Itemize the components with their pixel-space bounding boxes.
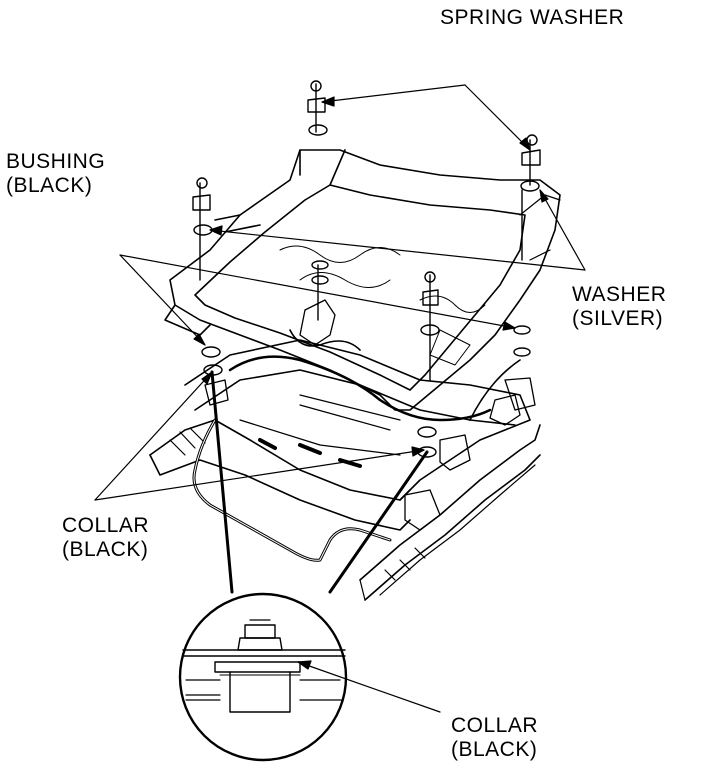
collar-detail-inset bbox=[178, 592, 348, 762]
seat-cushion-frame bbox=[164, 149, 561, 411]
bushing-right bbox=[513, 347, 531, 357]
washer-right bbox=[513, 325, 531, 335]
bolt-center bbox=[311, 260, 329, 306]
bolt-front-right bbox=[420, 271, 440, 336]
bolt-assemblies bbox=[192, 80, 541, 458]
bushing-front bbox=[417, 426, 437, 438]
spring-washer-label: SPRING WASHER bbox=[440, 6, 625, 29]
bolt-top-center bbox=[307, 80, 328, 136]
leader-lines bbox=[94, 84, 586, 713]
washer-label: WASHER (SILVER) bbox=[572, 283, 667, 330]
seat-rails bbox=[149, 299, 541, 601]
collar-detail-label: COLLAR (BLACK) bbox=[451, 714, 539, 761]
bolt-left bbox=[192, 177, 213, 236]
bushing-label: BUSHING (BLACK) bbox=[6, 150, 106, 197]
bushing-left bbox=[201, 346, 221, 358]
collar-label: COLLAR (BLACK) bbox=[62, 514, 150, 561]
